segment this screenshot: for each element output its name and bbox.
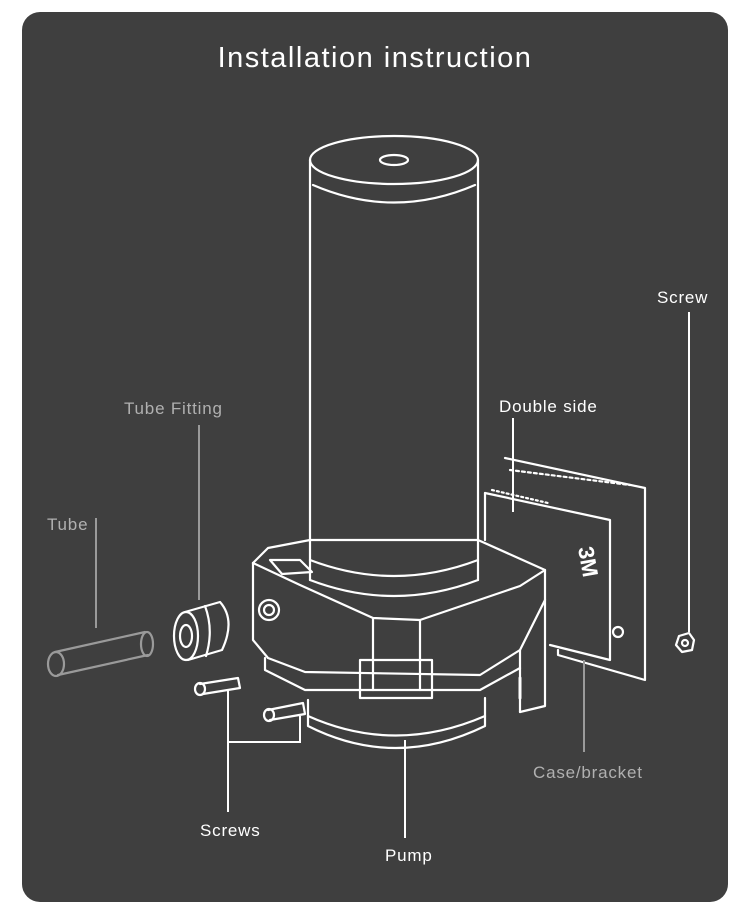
tube-fitting-part xyxy=(172,600,230,662)
single-screw-part xyxy=(674,631,696,654)
double-side-label: Double side xyxy=(499,397,598,416)
case-bracket-label: Case/bracket xyxy=(533,763,643,782)
reservoir-cylinder xyxy=(308,134,480,598)
screws-label: Screws xyxy=(200,821,261,840)
tube-label: Tube xyxy=(47,515,89,534)
screw-parts xyxy=(193,676,307,723)
screw-label: Screw xyxy=(657,288,709,307)
pump-base-block xyxy=(251,538,547,714)
pump-reservoir-diagram: 3M xyxy=(46,134,696,838)
tube-part xyxy=(46,630,155,678)
case-bracket-plate xyxy=(503,456,647,682)
pump-cylinder xyxy=(306,696,487,750)
instruction-panel xyxy=(22,12,728,902)
pump-label: Pump xyxy=(385,846,433,865)
leader-lines xyxy=(95,312,690,838)
tube-fitting-label: Tube Fitting xyxy=(124,399,223,418)
double-side-tape xyxy=(483,488,612,662)
tape-3m-logo: 3M xyxy=(573,545,603,579)
page-title: Installation instruction xyxy=(217,42,533,74)
